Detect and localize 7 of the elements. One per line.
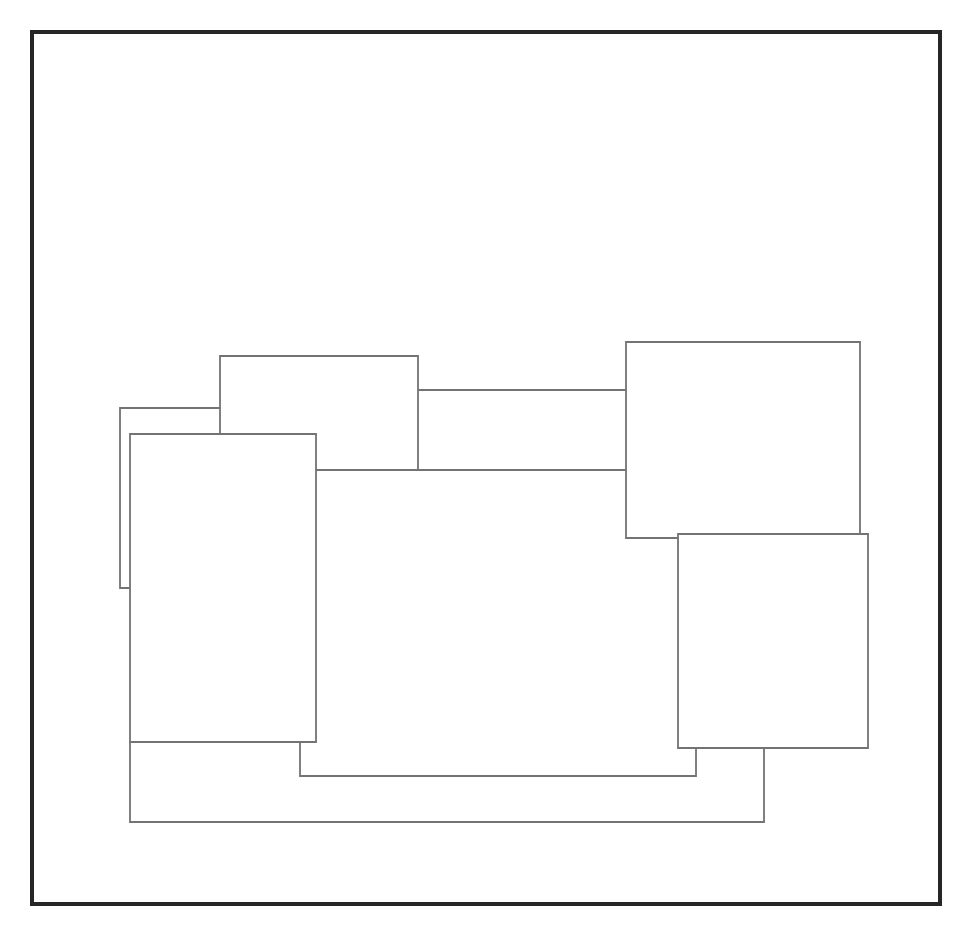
- outline-box: [625, 341, 861, 539]
- outline-box: [417, 389, 627, 471]
- outline-box: [129, 741, 765, 823]
- outline-box: [129, 433, 317, 743]
- outline-box: [119, 407, 221, 589]
- outline-box: [219, 355, 419, 471]
- outline-box: [677, 533, 869, 749]
